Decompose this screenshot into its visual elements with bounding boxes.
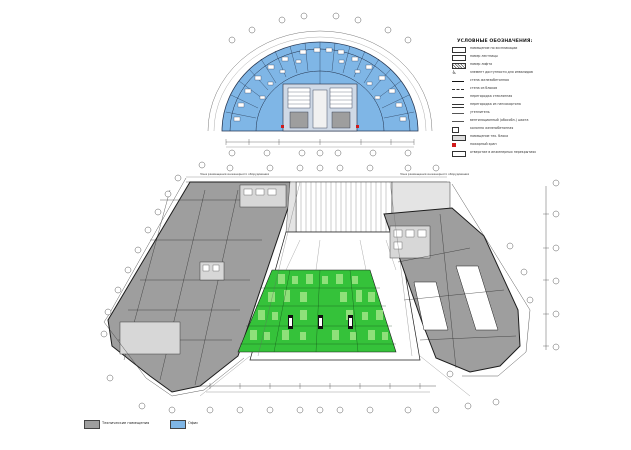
legend-item: вентиляционный (обособл.) шахта (452, 117, 562, 125)
legend-item: ♿элемент доступности для инвалидов (452, 70, 533, 76)
office-swatch (170, 420, 186, 429)
wheelchair-icon: ♿ (452, 70, 457, 76)
upper-semicircular-plan (207, 12, 433, 157)
axis-bubbles-top (228, 12, 412, 157)
legend-item: помещение тех. блока (452, 133, 562, 141)
left-zone-annotation: Зона размещения инженерного оборудования (200, 172, 269, 176)
legend-item: отверстие в инженерных перекрытиях (452, 149, 562, 157)
legend-item: стена железобетонная (452, 77, 562, 85)
legend-item: перегородка из гипсокартона (452, 101, 562, 109)
right-wing-openings (413, 265, 499, 331)
legend-title: УСЛОВНЫЕ ОБОЗНАЧЕНИЯ: (457, 39, 533, 44)
diagonal-guides (199, 181, 471, 397)
legend-item: номер лифта (452, 61, 562, 69)
desk-clusters (233, 47, 407, 122)
tech-rooms-label: Технические помещения (102, 421, 150, 425)
skylight-hatch (300, 182, 387, 232)
legend-office: Офис (170, 420, 230, 430)
legend-item: помещение по экспликации (452, 45, 562, 53)
tech-rooms-swatch (84, 420, 100, 429)
legend-item: перегородка стеклянная (452, 93, 562, 101)
right-zone-annotation: Зона размещения инженерного оборудования (400, 172, 469, 176)
legend-item: пожарный кран (452, 141, 562, 149)
office-label: Офис (188, 421, 199, 425)
legend-item: утеплитель (452, 109, 562, 117)
green-grid-cells (250, 274, 388, 340)
legend-item: номер лестницы (452, 53, 562, 61)
axis-bubbles-lower (100, 161, 560, 414)
legend-item: колонна железобетонная (452, 125, 562, 133)
lower-main-plan: Зона размещения инженерного оборудования… (100, 161, 560, 414)
legend-list: помещение по экспликации номер лестницы … (452, 45, 562, 157)
legend-tech-rooms: Технические помещения (84, 420, 184, 430)
legend-item: стена из блоков (452, 85, 562, 93)
